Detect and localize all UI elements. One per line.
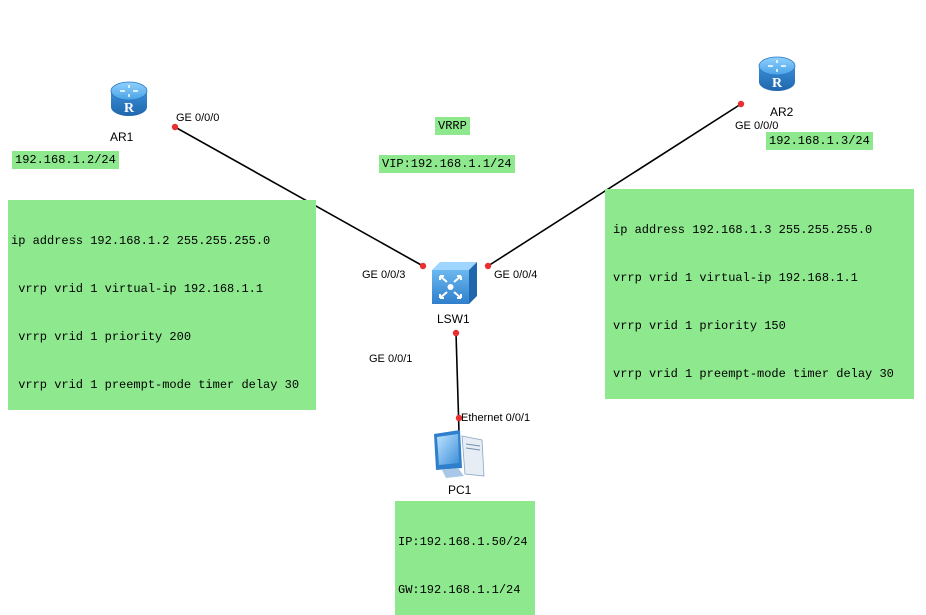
pc1-address-note: IP:192.168.1.50/24 GW:192.168.1.1/24 — [395, 501, 535, 615]
router-icon[interactable]: R — [758, 56, 796, 91]
pc-icon[interactable] — [434, 430, 485, 478]
port-label-lsw1-ge004: GE 0/0/4 — [494, 269, 538, 281]
config-line: ip address 192.168.1.2 255.255.255.0 — [11, 234, 271, 248]
port-label-ar1-ge000: GE 0/0/0 — [176, 112, 220, 124]
device-label-pc1: PC1 — [448, 483, 472, 497]
port-label-lsw1-ge003: GE 0/0/3 — [362, 269, 406, 281]
link-ar2-lsw1[interactable] — [487, 103, 742, 267]
port-dot-lsw1-ge001[interactable] — [452, 329, 460, 337]
config-line: ip address 192.168.1.3 255.255.255.0 — [613, 223, 873, 237]
vip-note: VIP:192.168.1.1/24 — [379, 155, 515, 173]
link-ar1-lsw1[interactable] — [174, 126, 424, 267]
svg-text:R: R — [124, 101, 135, 116]
config-line: vrrp vrid 1 priority 150 — [613, 319, 786, 333]
port-dot-pc1-eth001[interactable] — [455, 414, 463, 422]
switch-icon[interactable] — [432, 262, 477, 304]
device-label-ar2: AR2 — [770, 105, 794, 119]
pc1-ip-line: IP:192.168.1.50/24 — [398, 535, 528, 549]
topology-canvas: R R — [110, 56, 796, 478]
config-line: vrrp vrid 1 preempt-mode timer delay 30 — [613, 367, 894, 381]
ar2-ip-note: 192.168.1.3/24 — [766, 132, 873, 150]
router-icon[interactable]: R — [110, 81, 148, 116]
ar2-config-note: ip address 192.168.1.3 255.255.255.0 vrr… — [605, 189, 914, 399]
config-line: vrrp vrid 1 preempt-mode timer delay 30 — [11, 378, 300, 392]
port-label-pc1-eth001: Ethernet 0/0/1 — [461, 412, 531, 424]
port-dot-ar1-ge000[interactable] — [171, 123, 179, 131]
device-label-ar1: AR1 — [110, 130, 134, 144]
port-dot-lsw1-ge003[interactable] — [419, 262, 427, 270]
config-line: vrrp vrid 1 priority 200 — [11, 330, 192, 344]
vrrp-title-note: VRRP — [435, 117, 470, 135]
port-dot-ar2-ge000[interactable] — [737, 100, 745, 108]
ar1-config-note: ip address 192.168.1.2 255.255.255.0 vrr… — [8, 200, 316, 410]
ar1-ip-note: 192.168.1.2/24 — [12, 151, 119, 169]
svg-text:R: R — [772, 76, 783, 91]
pc1-gw-line: GW:192.168.1.1/24 — [398, 583, 521, 597]
config-line: vrrp vrid 1 virtual-ip 192.168.1.1 — [613, 271, 858, 285]
port-label-ar2-ge000: GE 0/0/0 — [735, 120, 779, 132]
device-label-lsw1: LSW1 — [437, 312, 470, 326]
config-line: vrrp vrid 1 virtual-ip 192.168.1.1 — [11, 282, 264, 296]
port-label-lsw1-ge001: GE 0/0/1 — [369, 353, 413, 365]
port-dot-lsw1-ge004[interactable] — [484, 262, 492, 270]
